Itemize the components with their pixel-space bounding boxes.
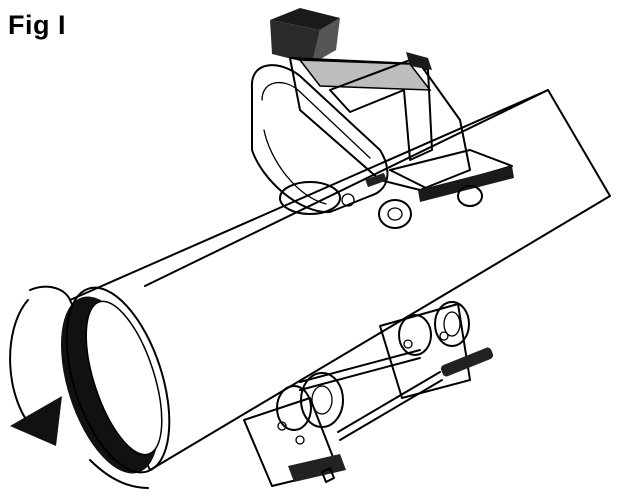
counter-clockwise-rotation-arrow-icon <box>9 285 149 489</box>
figure-label: Fig I <box>8 10 66 40</box>
pipe-cutting-machine <box>250 8 514 229</box>
far-roller-stand <box>299 301 494 399</box>
pipe <box>60 89 611 474</box>
near-roller-stand <box>243 371 443 487</box>
